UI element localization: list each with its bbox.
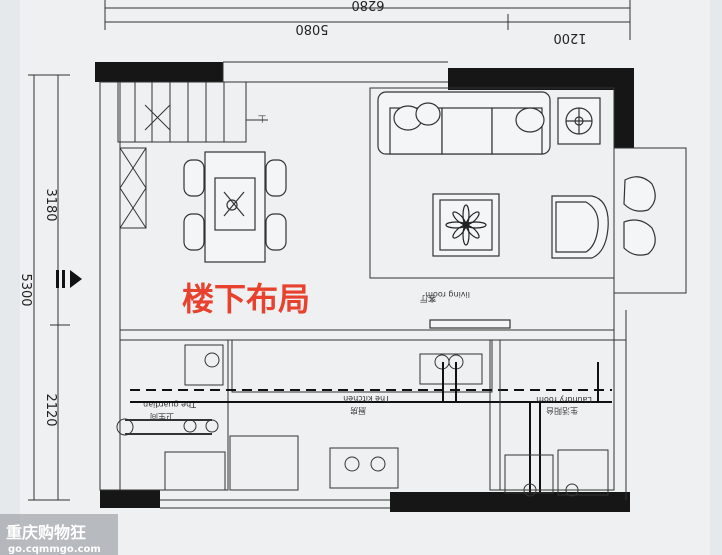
balcony-chairs [623, 176, 656, 256]
armchair [551, 195, 609, 259]
bathroom-en-label: The guardian [143, 400, 197, 409]
laundry-cn-label: 生活阳台 [546, 406, 578, 416]
dim-top-left: 5080 [295, 21, 328, 36]
laundry-en-label: Laundry room [536, 395, 592, 404]
sofa [377, 91, 551, 155]
dim-left-lower: 2120 [43, 393, 58, 426]
living-room-cn-label: 客厅 [420, 294, 436, 304]
dim-top-total: 6280 [351, 0, 384, 12]
watermark-title: 重庆购物狂 [6, 523, 86, 542]
flower-icon [445, 204, 487, 246]
watermark-url: go.cqmmgo.com [8, 544, 101, 555]
shoe-cabinet [119, 147, 147, 229]
entrance-arrow-icon [56, 270, 82, 288]
side-table [557, 97, 601, 145]
top-dimension-lines [104, 0, 631, 40]
coffee-table [432, 193, 500, 257]
watermark: 重庆购物狂 go.cqmmgo.com [0, 514, 118, 555]
laundry-room [499, 339, 615, 497]
kitchen-cn-label: 厨房 [350, 406, 366, 416]
stair-label: 上 [258, 114, 266, 123]
tv-cabinet [429, 319, 511, 329]
overlay-title: 楼下布局 [182, 280, 310, 318]
kitchen-en-label: The kitchen [343, 394, 391, 403]
dim-left-upper: 3180 [43, 188, 58, 221]
bathroom [116, 339, 229, 491]
bathroom-cn-label: 卫生间 [150, 412, 174, 422]
walls [95, 62, 634, 512]
living-room-en-label: living room [425, 290, 470, 299]
staircase [117, 81, 268, 143]
dim-left-total: 5300 [18, 273, 33, 306]
dining-table [183, 151, 287, 263]
kitchen [229, 339, 501, 491]
plumbing-pipe [130, 362, 612, 492]
living-room-rug [369, 87, 615, 279]
dim-top-right: 1200 [553, 30, 586, 45]
